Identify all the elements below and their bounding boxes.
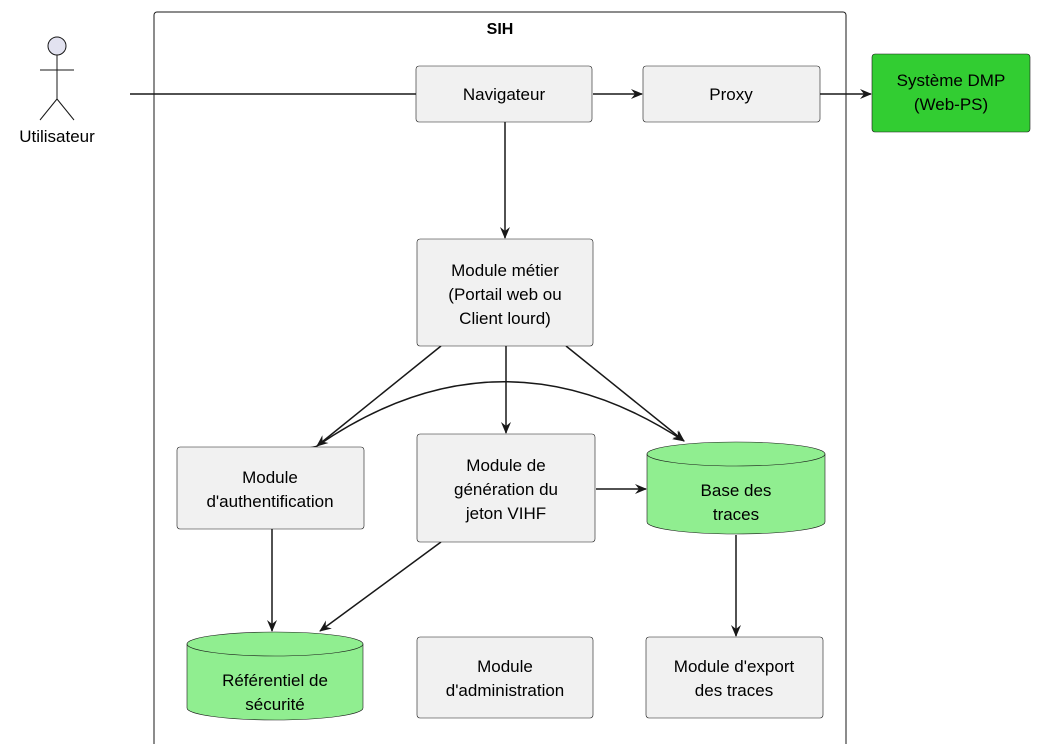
svg-text:Module: Module xyxy=(242,468,298,487)
actor-head xyxy=(47,36,67,56)
svg-text:des traces: des traces xyxy=(695,681,773,700)
svg-text:(Portail web ou: (Portail web ou xyxy=(448,285,561,304)
sih-boundary xyxy=(153,11,847,744)
svg-text:Client lourd): Client lourd) xyxy=(459,309,551,328)
svg-text:Module: Module xyxy=(477,657,533,676)
edge-metier-auth xyxy=(316,345,442,447)
svg-text:Module de: Module de xyxy=(466,456,545,475)
svg-text:d'administration: d'administration xyxy=(446,681,565,700)
edge-metier-traces xyxy=(565,345,685,442)
svg-text:Système DMP: Système DMP xyxy=(897,71,1006,90)
svg-text:Module d'export: Module d'export xyxy=(674,657,795,676)
node-module-jeton-vihf: Module de génération du jeton VIHF xyxy=(416,433,596,543)
edges xyxy=(130,89,872,637)
svg-text:(Web-PS): (Web-PS) xyxy=(914,95,988,114)
svg-text:d'authentification: d'authentification xyxy=(206,492,333,511)
svg-text:Base des: Base des xyxy=(701,481,772,500)
svg-text:Navigateur: Navigateur xyxy=(463,85,546,104)
node-module-export: Module d'export des traces xyxy=(645,636,824,719)
node-systeme-dmp: Système DMP (Web-PS) xyxy=(871,53,1031,133)
node-base-des-traces: Base des traces xyxy=(646,441,826,535)
node-module-authentification: Module d'authentification xyxy=(176,446,365,530)
node-referentiel-securite: Référentiel de sécurité xyxy=(186,631,364,721)
svg-text:Proxy: Proxy xyxy=(709,85,753,104)
svg-text:Module métier: Module métier xyxy=(451,261,559,280)
svg-text:sécurité: sécurité xyxy=(245,695,305,714)
edge-jeton-referentiel xyxy=(319,541,442,632)
svg-text:génération du: génération du xyxy=(454,480,558,499)
node-proxy: Proxy xyxy=(642,65,821,123)
node-navigateur: Navigateur xyxy=(415,65,593,123)
actor-label: Utilisateur xyxy=(19,127,95,146)
node-module-administration: Module d'administration xyxy=(416,636,594,719)
svg-text:Référentiel de: Référentiel de xyxy=(222,671,328,690)
svg-text:traces: traces xyxy=(713,505,759,524)
sih-title: SIH xyxy=(487,21,514,38)
svg-text:jeton VIHF: jeton VIHF xyxy=(465,504,546,523)
node-module-metier: Module métier (Portail web ou Client lou… xyxy=(416,238,594,347)
actor-utilisateur: Utilisateur xyxy=(19,36,95,146)
edge-auth-traces xyxy=(305,381,685,457)
